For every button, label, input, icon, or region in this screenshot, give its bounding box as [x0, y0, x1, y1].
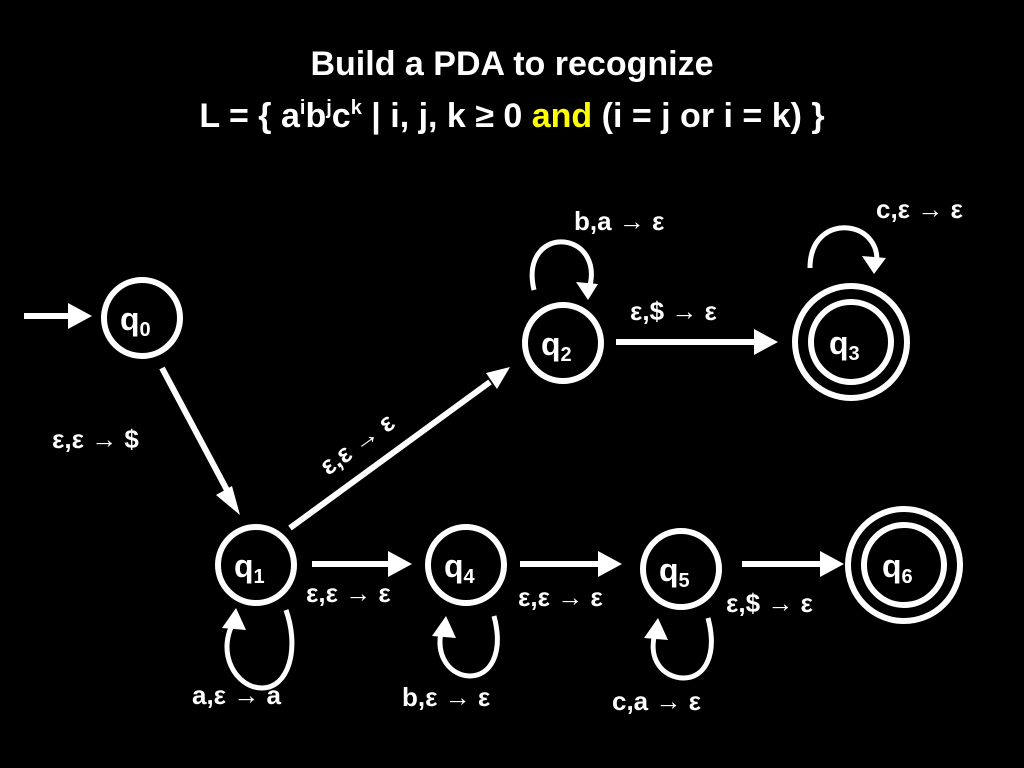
state-q2: q2	[522, 302, 604, 384]
edge-q1-q2	[288, 367, 510, 531]
exponent-k: k	[350, 97, 362, 119]
language-prefix: L = { a	[199, 97, 300, 135]
state-q0: q0	[101, 277, 183, 359]
label-q4-loop: b,ε → ε	[402, 682, 490, 712]
symbol-b: b	[305, 97, 327, 135]
loop-q4	[432, 615, 500, 679]
edge-q5-q6	[742, 551, 844, 577]
edge-q4-q5	[520, 551, 622, 577]
edge-q1-q4	[312, 551, 412, 577]
loop-q3	[807, 225, 886, 274]
language-condition: | i, j, k ≥ 0	[361, 97, 532, 135]
state-q5-label: q5	[659, 552, 690, 592]
exponent-j: j	[326, 97, 332, 119]
label-q3-loop: c,ε → ε	[876, 194, 963, 224]
loop-q2	[529, 239, 598, 300]
state-q3: q3	[792, 283, 910, 401]
state-q1: q1	[215, 524, 297, 606]
state-q2-label: q2	[541, 326, 572, 366]
state-q1-label: q1	[234, 548, 265, 588]
state-q5: q5	[640, 528, 722, 610]
start-arrow	[24, 303, 92, 329]
label-q0-q1: ε,ε → $	[52, 424, 139, 454]
state-q4: q4	[425, 524, 507, 606]
label-q2-loop: b,a → ε	[574, 206, 664, 236]
label-q1-q4: ε,ε → ε	[306, 578, 391, 608]
state-q4-label: q4	[444, 548, 476, 588]
label-q4-q5: ε,ε → ε	[518, 582, 603, 612]
symbol-c: c	[331, 97, 351, 135]
state-q6-label: q6	[882, 548, 913, 588]
label-q1-loop: a,ε → a	[192, 680, 281, 710]
edge-q0-q1	[159, 366, 240, 515]
loop-q5	[644, 617, 714, 681]
loop-q1	[222, 608, 295, 691]
label-q2-q3: ε,$ → ε	[630, 296, 717, 326]
and-highlight: and	[531, 97, 593, 135]
language-suffix: (i = j or i = k) }	[592, 97, 825, 135]
state-q3-label: q3	[829, 325, 860, 365]
label-q1-q2: ε,ε → ε	[314, 407, 400, 481]
title-line-2: L = { aibjck | i, j, k ≥ 0 and (i = j or…	[0, 96, 1024, 136]
state-q6: q6	[845, 506, 963, 624]
title-line-1: Build a PDA to recognize	[310, 45, 714, 83]
state-q0-label: q0	[120, 301, 151, 341]
label-q5-loop: c,a → ε	[612, 686, 701, 716]
exponent-i: i	[299, 97, 306, 119]
edge-q2-q3	[616, 329, 778, 355]
label-q5-q6: ε,$ → ε	[726, 588, 813, 618]
